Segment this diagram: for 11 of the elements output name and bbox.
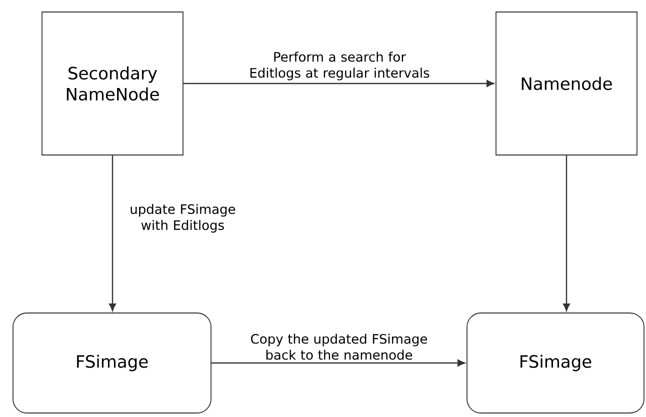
process-box: Namenode [496, 12, 638, 156]
edge-label: update FSimage with Editlogs [130, 204, 236, 233]
edge-label: Copy the updated FSimage back to the namenode [251, 334, 428, 360]
arrow [211, 360, 466, 366]
arrow [109, 155, 116, 312]
arrow [563, 155, 570, 312]
process-box: Secondary NameNode [42, 12, 184, 156]
edge-label: Perform a search for Editlogs at regular intervals [250, 52, 430, 80]
rounded-box: FSimage [466, 312, 644, 414]
arrow [183, 80, 494, 87]
rounded-box: FSimage [12, 312, 212, 414]
